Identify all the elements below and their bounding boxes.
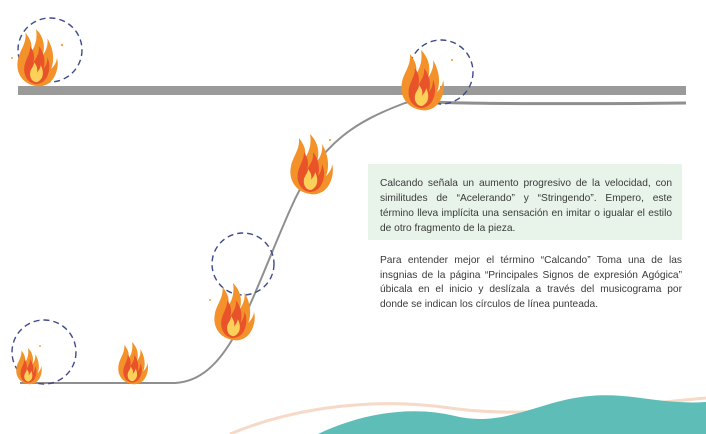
top-bar-right (440, 86, 686, 95)
definition-text: Calcando señala un aumento progresivo de… (380, 178, 672, 234)
top-bar-left (18, 86, 406, 95)
flame-icon[interactable] (16, 348, 42, 384)
definition-box: Calcando señala un aumento progresivo de… (368, 164, 682, 240)
flame-icon[interactable] (214, 283, 254, 340)
instructions-text-block: Para entender mejor el término “Calcando… (368, 254, 682, 312)
top-curve-line (432, 102, 686, 104)
flame-icon[interactable] (118, 342, 148, 384)
instructions-text: Para entender mejor el término “Calcando… (380, 255, 682, 310)
wave-teal (318, 395, 706, 434)
flame-icon[interactable] (290, 134, 333, 194)
dashed-circle-marker[interactable] (212, 233, 274, 295)
flame-icon[interactable] (401, 50, 444, 110)
flame-icon[interactable] (17, 29, 57, 86)
tempo-curve (20, 100, 436, 383)
